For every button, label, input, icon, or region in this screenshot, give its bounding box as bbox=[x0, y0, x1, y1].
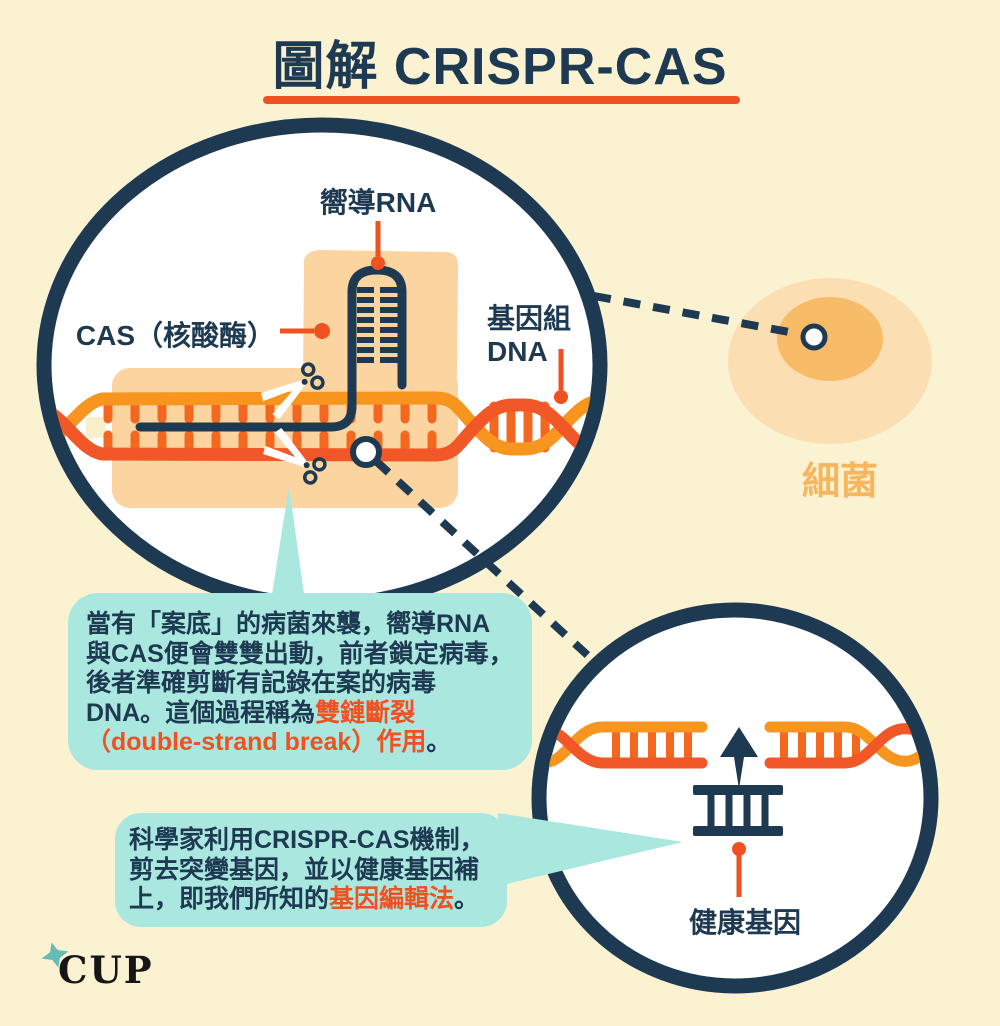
cut-site-connector-dot bbox=[350, 436, 382, 468]
pointer-line-genomic-dna bbox=[554, 349, 568, 404]
explanation-bubble-gene-editing: 科學家利用CRISPR-CAS機制，剪去突變基因，並以健康基因補上，即我們所知的… bbox=[115, 813, 507, 927]
bubble2-text: 科學家利用CRISPR-CAS機制，剪去突變基因，並以健康基因補上，即我們所知的 bbox=[129, 826, 485, 913]
label-healthy-gene: 健康基因 bbox=[688, 907, 801, 938]
label-cas-nuclease: CAS（核酸酶） bbox=[75, 320, 275, 351]
up-arrow-icon bbox=[720, 727, 758, 789]
guide-rna-hairpin bbox=[135, 265, 407, 432]
scissors-icon bbox=[261, 362, 325, 420]
dashed-line-to-zoom bbox=[373, 458, 599, 666]
bubble2-highlight: 基因編輯法 bbox=[329, 885, 455, 913]
label-genomic-dna: 基因組 DNA bbox=[487, 303, 572, 367]
dna-rungs-top bbox=[103, 394, 437, 424]
page-title: 圖解 CRISPR-CAS bbox=[272, 38, 728, 96]
explanation-bubble-double-strand-break: 當有「案底」的病菌來襲，嚮導RNA與CAS便會雙雙出動，前者鎖定病毒，後者準確剪… bbox=[68, 593, 532, 770]
cup-star-icon bbox=[41, 942, 69, 968]
bacteria-connector-dot bbox=[800, 323, 828, 351]
label-bacteria: 細菌 bbox=[801, 461, 878, 503]
bubble2-period: 。 bbox=[454, 885, 480, 913]
small-circle bbox=[531, 602, 939, 994]
bacteria-illustration bbox=[728, 278, 932, 444]
dna-rungs-helix bbox=[489, 401, 550, 453]
title-underline bbox=[263, 96, 740, 104]
pointer-line-guide-rna bbox=[371, 221, 385, 270]
hairpin-base-pairs bbox=[357, 287, 398, 363]
dna-strand-bottom bbox=[51, 398, 593, 462]
edited-dna-rungs-right bbox=[780, 725, 860, 765]
healthy-gene-ladder-icon bbox=[693, 785, 783, 836]
label-guide-rna: 嚮導RNA bbox=[319, 187, 437, 218]
bubble1-text: 當有「案底」的病菌來襲，嚮導RNA與CAS便會雙雙出動，前者鎖定病毒，後者準確剪… bbox=[86, 610, 514, 727]
edited-dna-rungs-left bbox=[612, 725, 692, 765]
genomic-dna-strand bbox=[51, 391, 593, 462]
pointer-line-cas bbox=[280, 323, 330, 339]
scissors-icon bbox=[263, 427, 327, 485]
cup-logo-text: CUP bbox=[58, 948, 154, 992]
bubble1-highlight: 雙鏈斷裂（double-strand break）作用 bbox=[86, 698, 427, 757]
bubble1-period: 。 bbox=[426, 728, 452, 756]
pointer-line-healthy-gene bbox=[732, 842, 746, 897]
dashed-line-to-bacteria bbox=[593, 292, 801, 338]
